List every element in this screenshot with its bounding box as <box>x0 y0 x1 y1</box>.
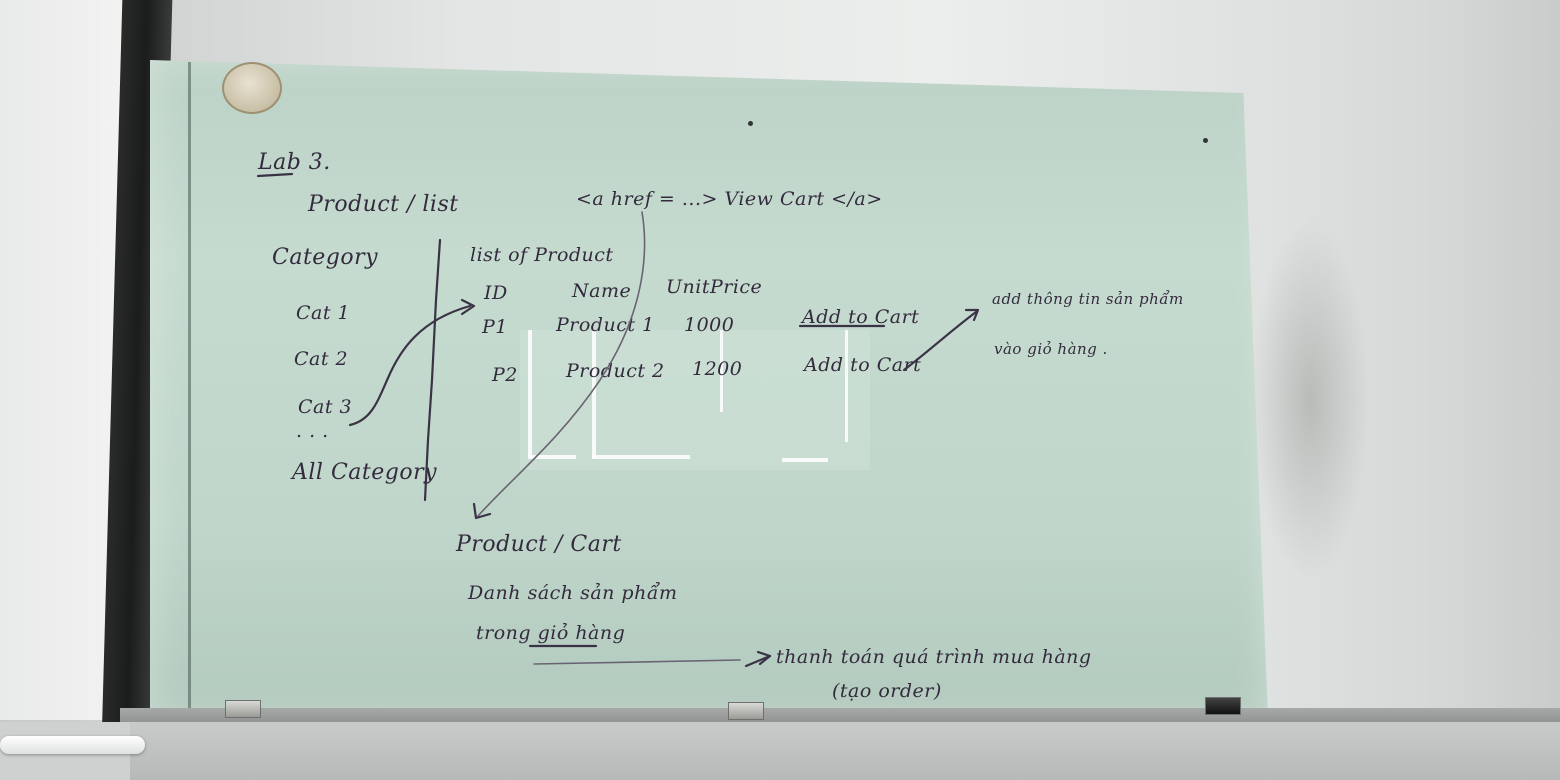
category-item: Cat 2 <box>294 348 349 370</box>
floor <box>120 722 1560 780</box>
column-header: UnitPrice <box>666 276 763 298</box>
marker-tray <box>120 708 1560 726</box>
note-add-info: add thông tin sản phẩm <box>992 290 1184 308</box>
heading-lab: Lab 3. <box>258 150 331 175</box>
checkout-note: (tạo order) <box>832 680 942 702</box>
product-table-title: list of Product <box>470 244 614 266</box>
table-cell-name: Product 2 <box>566 360 665 382</box>
section-title-product-cart: Product / Cart <box>456 532 622 557</box>
reflection-line <box>592 330 596 458</box>
all-category: All Category <box>292 460 438 485</box>
whiteboard <box>150 60 1268 720</box>
board-clip <box>225 700 261 718</box>
reflection-line <box>782 458 828 462</box>
table-cell-price: 1200 <box>692 358 743 380</box>
note-to-cart: vào giỏ hàng . <box>994 340 1108 358</box>
table-cell-action: Add to Cart <box>804 354 922 376</box>
whiteboard-edge <box>188 62 1261 714</box>
wall-smudge <box>1250 220 1370 580</box>
cart-description: trong giỏ hàng <box>476 622 626 644</box>
reflection-line <box>592 455 690 459</box>
section-title-product-list: Product / list <box>308 192 459 217</box>
column-header: Name <box>572 280 632 302</box>
category-header: Category <box>272 245 379 270</box>
reflection-line <box>528 455 576 459</box>
column-header: ID <box>484 282 508 304</box>
board-clip <box>728 702 764 720</box>
category-ellipsis: . . . <box>296 420 329 442</box>
board-pin <box>1203 138 1208 143</box>
link-note: <a href = ...> View Cart </a> <box>576 188 883 210</box>
category-item: Cat 3 <box>298 396 353 418</box>
wall <box>1260 0 1560 720</box>
table-cell-price: 1000 <box>684 314 735 336</box>
reflection-line <box>720 330 723 412</box>
board-pin <box>748 121 753 126</box>
board-reflection <box>520 330 870 470</box>
table-cell-id: P1 <box>482 316 508 338</box>
reflection-line <box>845 330 848 442</box>
table-cell-name: Product 1 <box>556 314 655 336</box>
screen-rod <box>0 736 145 754</box>
category-item: Cat 1 <box>296 302 351 324</box>
board-sticker <box>222 62 282 114</box>
cart-description: Danh sách sản phẩm <box>468 582 678 604</box>
checkout-note: thanh toán quá trình mua hàng <box>776 646 1092 668</box>
reflection-line <box>528 330 532 458</box>
board-clip <box>1205 697 1241 715</box>
table-cell-id: P2 <box>492 364 518 386</box>
table-cell-action: Add to Cart <box>802 306 920 328</box>
